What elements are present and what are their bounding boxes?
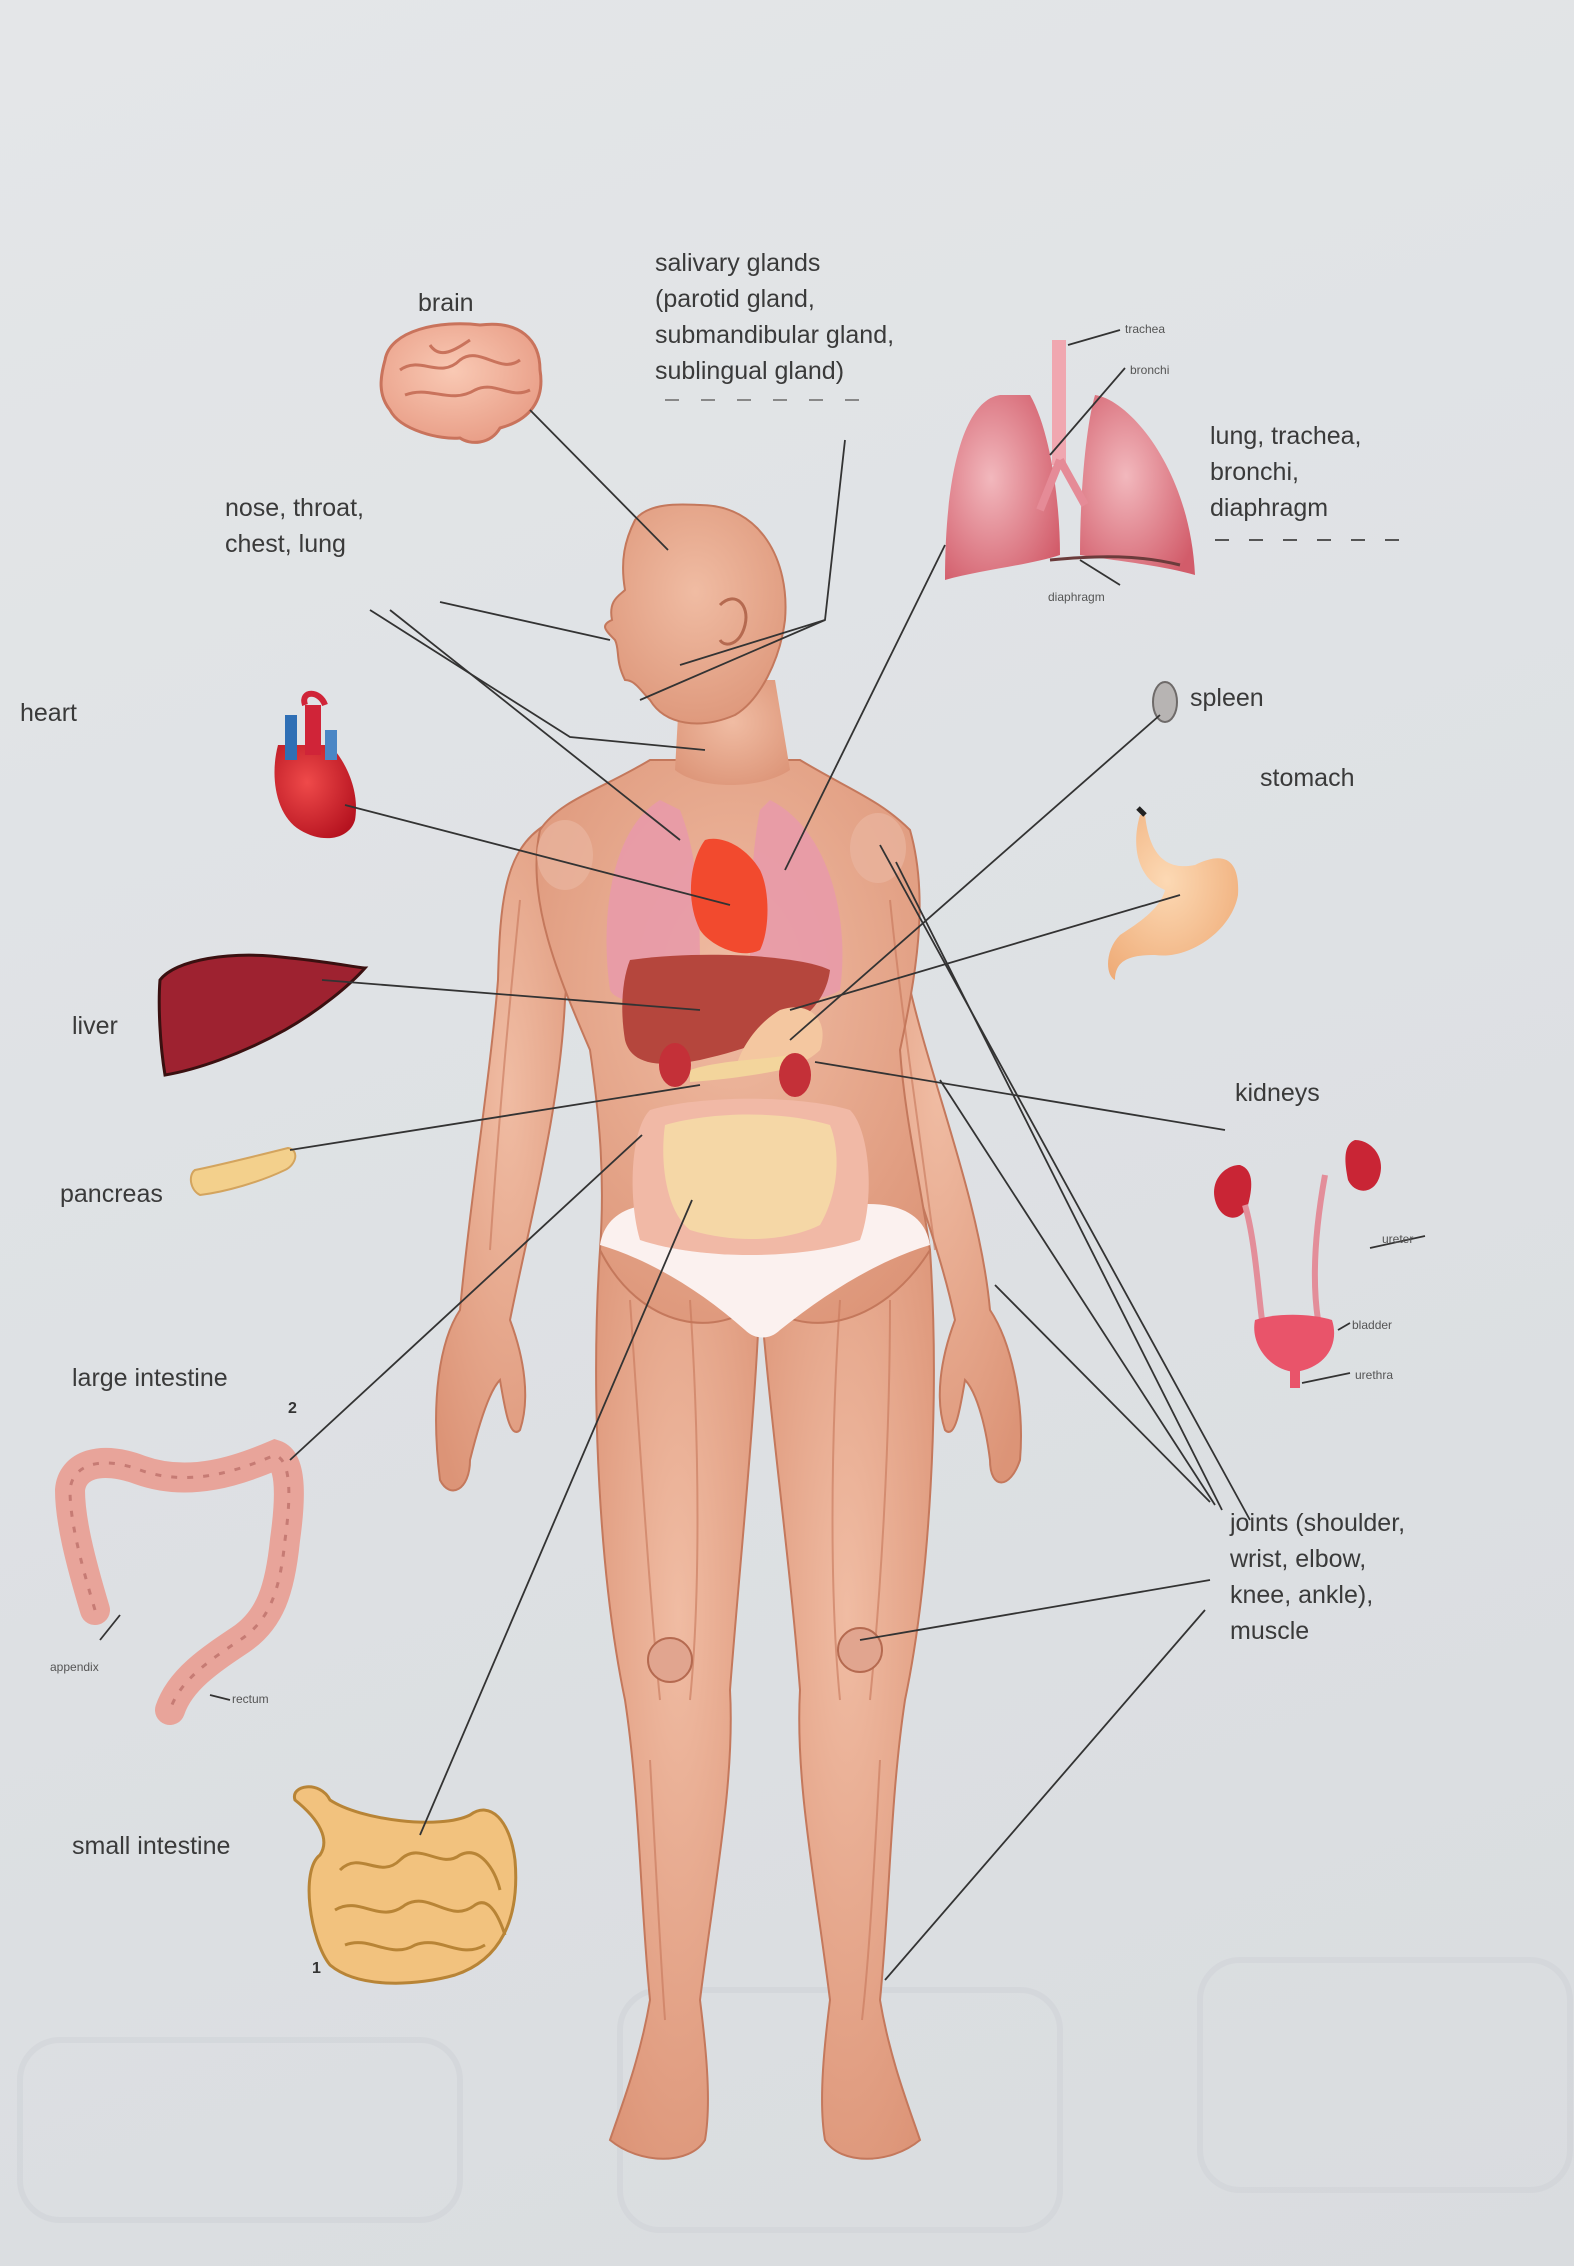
shoulder-left: [537, 820, 593, 890]
label-joints-muscle: joints (shoulder, wrist, elbow, knee, an…: [1230, 1509, 1406, 1645]
lungs-illustration: [945, 340, 1195, 580]
stomach-illustration: [1108, 806, 1239, 980]
body-small-intestine: [663, 1114, 837, 1240]
left-leg: [595, 1248, 762, 2160]
body-lung-left: [606, 800, 700, 1002]
body-liver: [622, 954, 830, 1064]
label-stomach: stomach: [1260, 764, 1355, 792]
shoulder-right: [850, 813, 906, 883]
label-appendix: appendix: [50, 1660, 99, 1674]
label-brain: brain: [418, 289, 474, 317]
label-kidneys: kidneys: [1235, 1079, 1320, 1107]
label-ureter: ureter: [1382, 1232, 1414, 1246]
body-kidney-left: [659, 1043, 691, 1087]
pancreas-illustration: [189, 1146, 297, 1197]
head: [604, 503, 787, 725]
label-trachea: trachea: [1125, 322, 1166, 336]
right-leg: [758, 1248, 935, 2160]
right-knee: [837, 1627, 883, 1673]
large-intestine-illustration: [54, 1438, 304, 1725]
small-intestine-illustration: [293, 1785, 518, 1985]
label-bronchi: bronchi: [1130, 363, 1170, 377]
label-bladder: bladder: [1352, 1318, 1393, 1332]
body-kidney-right: [779, 1053, 811, 1097]
left-knee: [647, 1637, 693, 1683]
spleen-illustration: [1152, 681, 1178, 723]
label-heart: heart: [20, 699, 77, 727]
label-lung: lung, trachea, bronchi, diaphragm: [1210, 422, 1362, 522]
urinary-system-illustration: [1214, 1140, 1381, 1388]
marker-number-2: 2: [288, 1400, 297, 1417]
label-large-intestine: large intestine: [72, 1364, 228, 1392]
heart-illustration: [274, 690, 356, 839]
body-pancreas: [690, 1055, 790, 1082]
body-heart: [690, 838, 768, 954]
background-ghosts: [17, 1957, 1573, 2233]
label-nose-throat: nose, throat, chest, lung: [225, 494, 364, 558]
brain-illustration: [379, 322, 543, 444]
label-liver: liver: [72, 1012, 118, 1040]
body-lung-right: [750, 800, 843, 1000]
label-small-intestine: small intestine: [72, 1832, 231, 1860]
label-salivary-glands: salivary glands (parotid gland, submandi…: [655, 249, 895, 385]
ear: [718, 597, 748, 646]
leader-lines: [99, 329, 1426, 1981]
left-arm: [435, 823, 582, 1492]
liver-illustration: [157, 953, 369, 1077]
marker-number-1: 1: [312, 1960, 321, 1977]
label-rectum: rectum: [232, 1692, 269, 1706]
label-spleen: spleen: [1190, 684, 1264, 712]
label-diaphragm: diaphragm: [1048, 590, 1105, 604]
human-body: [435, 503, 1022, 2160]
label-pancreas: pancreas: [60, 1180, 163, 1208]
label-urethra: urethra: [1355, 1368, 1394, 1382]
muscle-lines: [489, 899, 936, 2021]
